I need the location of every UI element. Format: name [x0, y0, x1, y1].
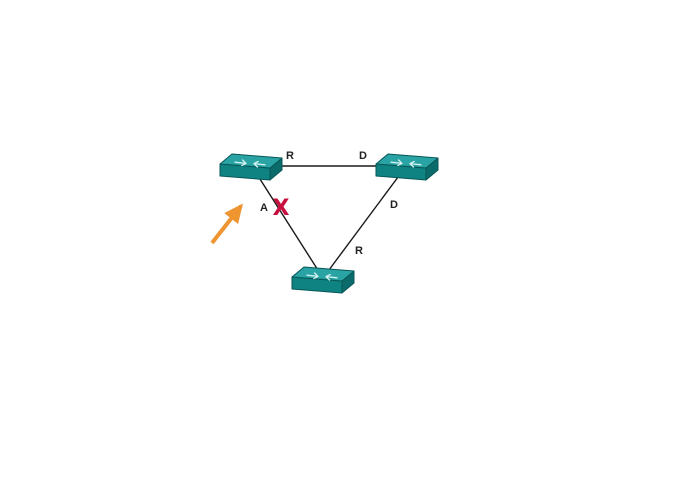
switch-bottom: [291, 266, 355, 294]
port-label-top-link-right: D: [359, 150, 367, 162]
switch-top-right: [375, 153, 439, 181]
port-label-top-link-left: R: [286, 150, 294, 162]
port-label-left-link-top: A: [260, 202, 268, 214]
blocked-port-x-mark: X: [273, 196, 290, 221]
callout-arrow: [210, 203, 243, 245]
port-label-right-link-top: D: [390, 199, 398, 211]
link-topleft-bottom-blocked: [250, 164, 324, 279]
port-label-right-link-bottom: R: [355, 245, 363, 257]
switch-top-left: [219, 153, 283, 181]
link-topright-bottom: [322, 164, 408, 279]
